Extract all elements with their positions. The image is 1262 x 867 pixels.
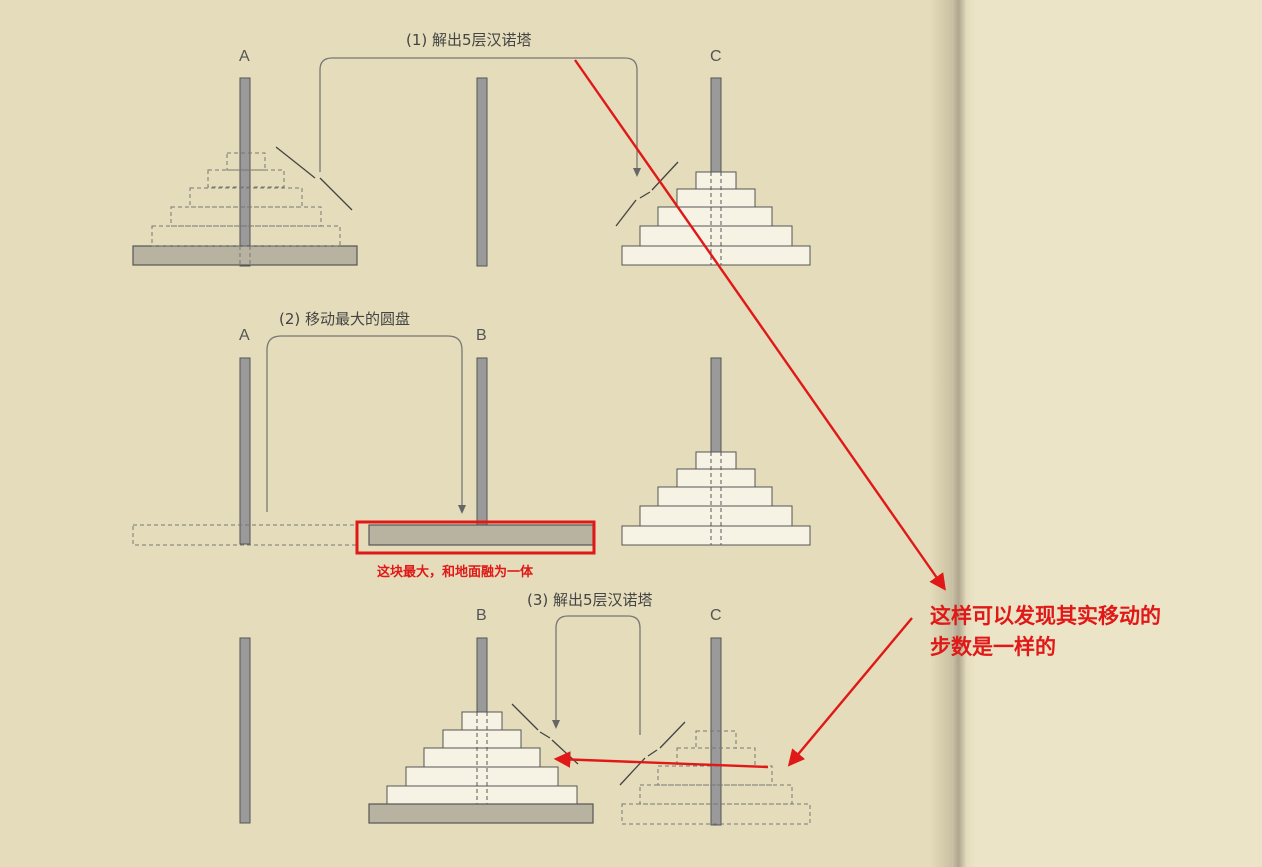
step2-caption: (2) 移动最大的圆盘 [279, 310, 411, 328]
step2-peg-b [476, 357, 488, 527]
step2-tower-c [621, 451, 811, 546]
step1-tower-c [621, 171, 811, 266]
step3-brace-c [619, 721, 686, 786]
margin-area [976, 0, 1262, 867]
step1-peg-a [239, 77, 251, 267]
step1-peg-c [710, 77, 722, 173]
step3-group [239, 615, 811, 826]
step1-ghost-discs-a [151, 152, 341, 265]
step3-label-b: B [476, 607, 487, 624]
step2-label-a: A [239, 327, 250, 344]
step1-base-a [132, 245, 358, 266]
base-highlight-box [355, 520, 596, 555]
step3-label-c: C [710, 607, 722, 624]
step3-peg-a [239, 637, 251, 824]
red-arrow-middle [787, 617, 913, 767]
step1-caption: (1) 解出5层汉诺塔 [406, 31, 532, 49]
step3-base-b [368, 803, 594, 824]
step2-base-b [368, 524, 594, 546]
step1-brace-c [615, 161, 679, 227]
step3-caption: (3) 解出5层汉诺塔 [527, 591, 653, 609]
step2-group [132, 335, 811, 555]
step2-move-arrow [266, 335, 463, 512]
step1-peg-b [476, 77, 488, 267]
page-spine-shadow [930, 0, 976, 867]
step2-peg-a [239, 357, 251, 545]
step1-move-arrow [319, 57, 638, 172]
step2-peg-c [710, 357, 722, 453]
step1-label-c: C [710, 48, 722, 65]
step3-move-arrow [555, 615, 641, 735]
step1-label-a: A [239, 48, 250, 65]
conclusion-line1: 这样可以发现其实移动的 [930, 604, 1161, 628]
red-arrow-top [574, 59, 946, 591]
step3-tower-b [386, 711, 578, 805]
step2-label-b: B [476, 327, 487, 344]
conclusion-line2: 步数是一样的 [930, 635, 1056, 659]
red-arrow-bottom [553, 751, 769, 769]
base-note: 这块最大，和地面融为一体 [377, 565, 534, 580]
step3-peg-b [476, 637, 488, 713]
step1-brace-a [275, 146, 353, 211]
step1-group [132, 57, 811, 267]
